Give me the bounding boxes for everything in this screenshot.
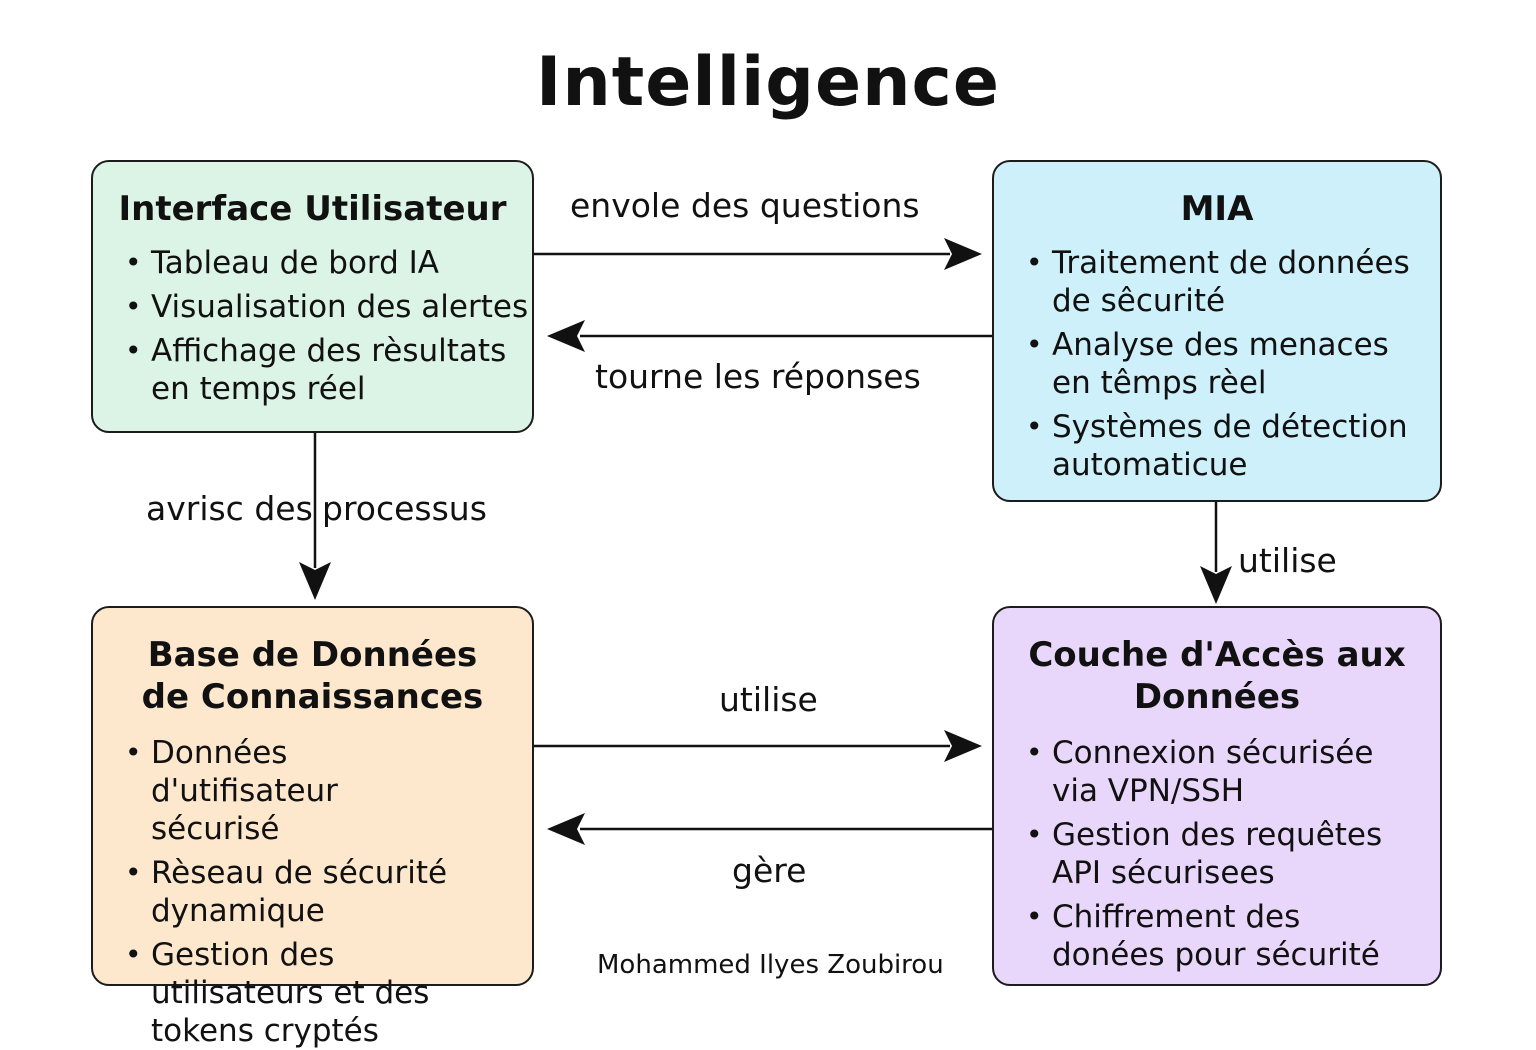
node-title-line: Interface Utilisateur (118, 189, 507, 229)
arrowhead-ui-to-mia (944, 238, 982, 270)
list-item: Analyse des menaces en têmps rèel (1022, 326, 1412, 402)
list-item: Tableau de bord IA (121, 244, 532, 282)
edge-label-dal-to-db: gère (732, 851, 807, 890)
edge-label-ui-to-db-left: avrisc des (146, 489, 313, 528)
arrowhead-ui-to-db (299, 562, 331, 600)
list-item: Traitement de données de sêcurité (1022, 244, 1412, 320)
list-item: Systèmes de détection automaticue (1022, 408, 1412, 484)
node-title-line: Couche d'Accès aux (1028, 635, 1406, 675)
edge-label-db-to-dal: utilise (719, 680, 818, 719)
list-item: Gestion des utilisateurs et des tokens c… (121, 936, 516, 1050)
node-title: MIA (994, 188, 1440, 230)
arrowhead-dal-to-db (547, 813, 585, 845)
node-item-list: Données d'utiﬁsateur sécurisé Rèseau de … (121, 734, 516, 1050)
node-title-line: de Connaissances (141, 677, 484, 717)
list-item: Visualisation des alertes (121, 288, 532, 326)
node-title-line: MIA (1180, 189, 1254, 229)
list-item: Rèseau de sécurité dynamique (121, 854, 471, 930)
node-title: Interface Utilisateur (93, 188, 532, 230)
node-title-line: Données (1133, 677, 1301, 717)
list-item: Données d'utiﬁsateur sécurisé (121, 734, 471, 848)
node-base-de-donnees: Base de Données de Connaissances Données… (91, 606, 534, 1049)
node-interface-utilisateur: Interface Utilisateur Tableau de bord IA… (91, 160, 534, 433)
node-title: Couche d'Accès aux Données (994, 634, 1440, 718)
edge-label-mia-to-dal: utilise (1238, 541, 1337, 580)
arrowhead-db-to-dal (944, 730, 982, 762)
node-title-line: Base de Données (147, 635, 478, 675)
connector-arrows (299, 238, 1232, 845)
list-item: Gestion des requêtes API sécurisees (1022, 816, 1392, 892)
node-item-list: Traitement de données de sêcurité Analys… (1022, 244, 1412, 484)
edge-label-mia-to-ui: tourne les réponses (595, 357, 921, 396)
edge-label-ui-to-db-right: processus (322, 489, 487, 528)
author-credit: Mohammed Ilyes Zoubirou (597, 950, 944, 980)
list-item: Affichage des rèsultats en temps réel (121, 332, 521, 408)
node-title: Base de Données de Connaissances (93, 634, 532, 718)
edge-label-ui-to-mia: envole des questions (570, 186, 920, 225)
arrowhead-mia-to-dal (1200, 566, 1232, 604)
node-item-list: Tableau de bord IA Visualisation des ale… (121, 244, 532, 408)
node-item-list: Connexion sécurisée via VPN/SSH Gestion … (1022, 734, 1417, 974)
list-item: Chiffrement des donées pour sécurité (1022, 898, 1417, 974)
node-couche-acces-donnees: Couche d'Accès aux Données Connexion séc… (992, 606, 1442, 986)
list-item: Connexion sécurisée via VPN/SSH (1022, 734, 1392, 810)
arrowhead-mia-to-ui (547, 320, 585, 352)
diagram-title: Intelligence (536, 43, 1000, 122)
node-mia: MIA Traitement de données de sêcurité An… (992, 160, 1442, 502)
